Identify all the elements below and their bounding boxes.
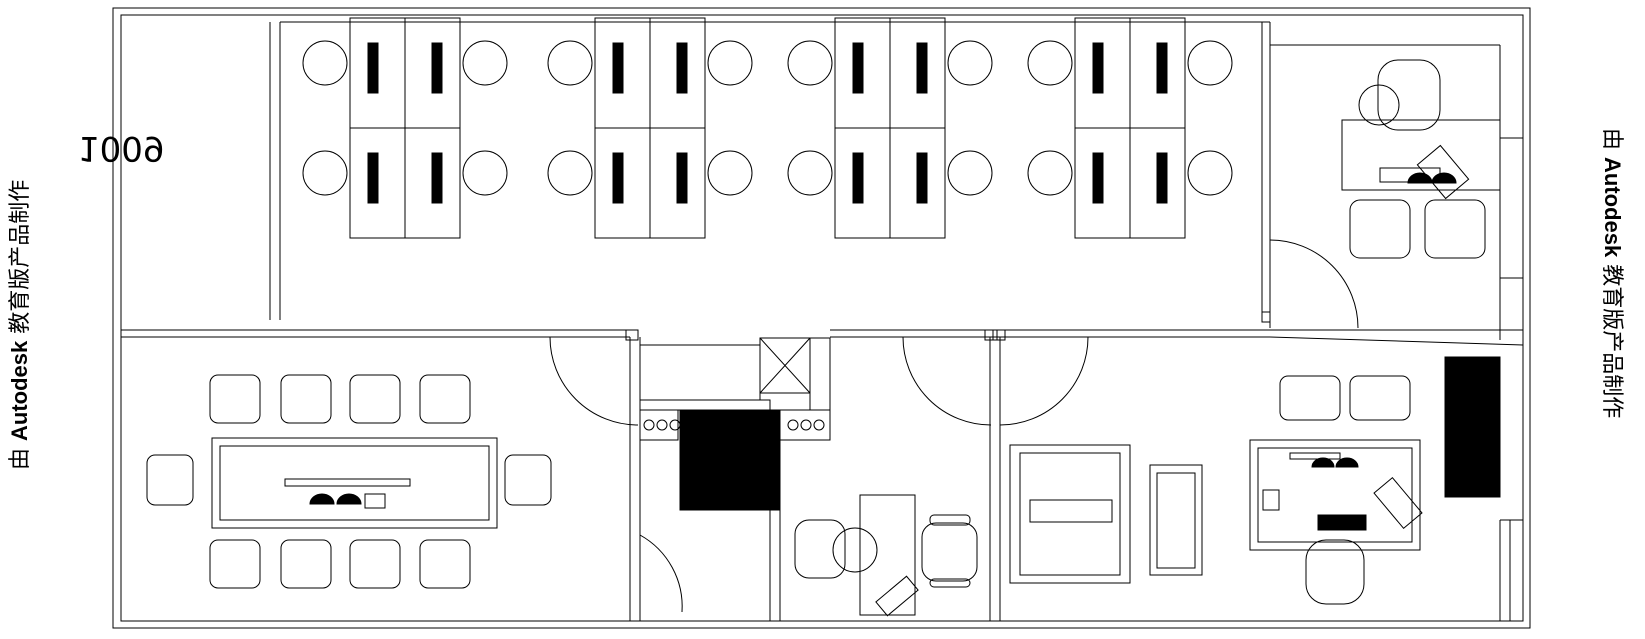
door-right-office xyxy=(1261,239,1359,329)
right-office-walls xyxy=(1261,22,1524,621)
workstation-clusters xyxy=(349,17,1186,239)
workstation-chair xyxy=(302,150,348,196)
generated-furniture xyxy=(146,40,1400,589)
meeting-table-group xyxy=(211,437,498,529)
monitor xyxy=(916,152,928,204)
meeting-chair xyxy=(209,374,261,424)
meeting-chair xyxy=(280,539,332,589)
workstation-chair xyxy=(707,150,753,196)
meeting-chair xyxy=(504,454,552,506)
workstation-chair xyxy=(787,150,833,196)
meeting-chair xyxy=(209,539,261,589)
monitor xyxy=(676,42,688,94)
workstation-chair xyxy=(462,40,508,86)
workstation-chair xyxy=(462,150,508,196)
monitor xyxy=(367,42,379,94)
workstation-chair xyxy=(1187,150,1233,196)
office-chair xyxy=(832,527,878,573)
workstation-chair xyxy=(1027,40,1073,86)
office-chair xyxy=(1358,84,1400,126)
meeting-chair xyxy=(419,539,471,589)
meeting-chair xyxy=(419,374,471,424)
workstation-chair xyxy=(787,40,833,86)
outer-walls xyxy=(112,7,1531,629)
workstation-chair xyxy=(547,150,593,196)
service-core xyxy=(639,337,831,511)
workstation-chair xyxy=(707,40,753,86)
meeting-chair xyxy=(349,539,401,589)
monitor xyxy=(1092,42,1104,94)
meeting-chair xyxy=(349,374,401,424)
workstation-chair xyxy=(1187,40,1233,86)
director-office-furniture xyxy=(1249,375,1423,605)
corridor-partition xyxy=(121,329,1524,346)
monitor xyxy=(612,42,624,94)
workstation-chair xyxy=(947,40,993,86)
door-meeting-room xyxy=(549,329,639,426)
monitor xyxy=(1156,152,1168,204)
workstation-chair xyxy=(947,150,993,196)
monitor xyxy=(852,42,864,94)
workstation-chair xyxy=(547,40,593,86)
column-right xyxy=(1444,356,1501,498)
office-2-furniture xyxy=(1009,444,1203,584)
monitor xyxy=(431,152,443,204)
monitor xyxy=(852,152,864,204)
door-lower-left xyxy=(639,534,683,613)
monitor xyxy=(612,152,624,204)
meeting-chair xyxy=(146,454,194,506)
monitor xyxy=(916,42,928,94)
monitor xyxy=(676,152,688,204)
top-right-office-furniture xyxy=(1341,59,1501,259)
office-1-furniture xyxy=(794,494,978,617)
meeting-chair xyxy=(280,374,332,424)
door-office-2 xyxy=(902,329,1089,426)
workstation-chair xyxy=(1027,150,1073,196)
monitor xyxy=(431,42,443,94)
monitor xyxy=(1156,42,1168,94)
monitor xyxy=(1092,152,1104,204)
workstation-chair xyxy=(302,40,348,86)
monitor xyxy=(367,152,379,204)
